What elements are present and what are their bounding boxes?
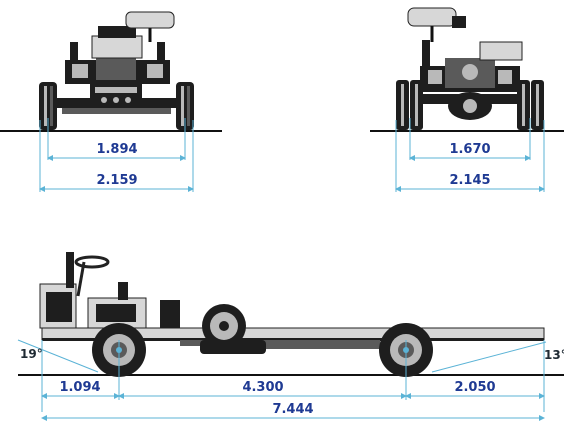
rear-steering-column (407, 7, 466, 66)
rear-right-dual-wheels (517, 80, 544, 130)
wheelbase-label: 4.300 (242, 380, 283, 395)
front-overhang-label: 1.094 (59, 380, 100, 395)
rear-track-width-label: 1.670 (449, 142, 490, 157)
front-left-wheel (39, 82, 57, 130)
front-right-wheel (176, 82, 194, 130)
rear-axle-assembly (420, 41, 523, 120)
front-track-width-label: 1.894 (96, 142, 137, 157)
side-view: 19° 13° 1.094 4.300 2.050 7.444 (17, 252, 564, 421)
rear-view: 1.670 2.145 (370, 7, 564, 192)
side-spare-wheel (202, 304, 246, 348)
approach-angle-line (17, 339, 99, 373)
front-axle-assembly (57, 58, 176, 114)
rear-overhang-label: 2.050 (454, 380, 495, 395)
front-overall-width-label: 2.159 (96, 173, 137, 188)
side-driveshaft (200, 340, 386, 354)
rear-left-dual-wheels (396, 80, 423, 130)
side-driver-controls (39, 252, 180, 329)
approach-angle-label: 19° (20, 347, 43, 361)
front-view: 1.894 2.159 (0, 11, 222, 192)
front-steering-column (70, 11, 175, 62)
rear-overall-width-label: 2.145 (449, 173, 490, 188)
departure-angle-label: 13° (544, 348, 564, 362)
departure-angle-line (431, 341, 547, 373)
overall-length-label: 7.444 (272, 402, 313, 417)
